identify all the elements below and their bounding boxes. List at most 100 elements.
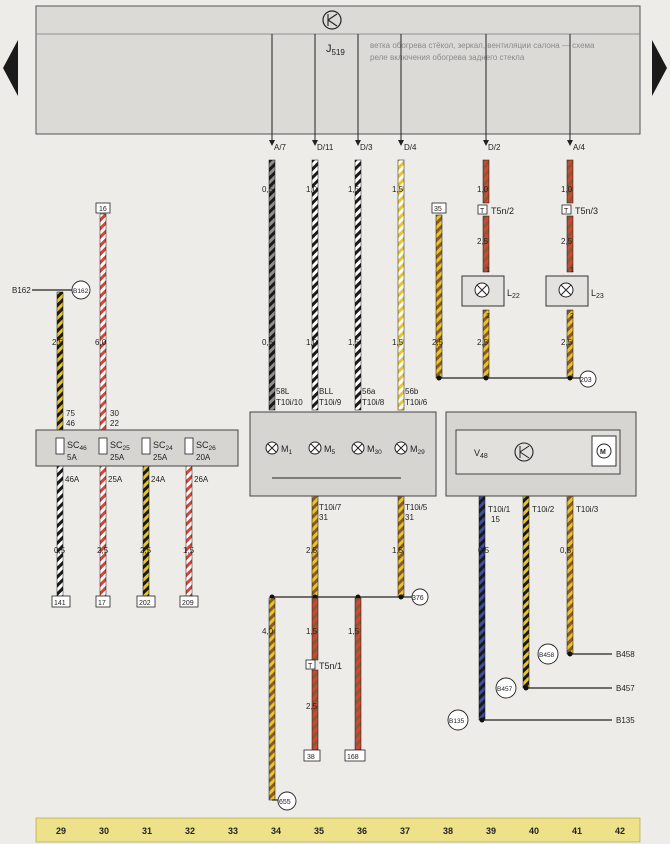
- ref-box-16: [95, 202, 111, 214]
- pin-label-a7: A/7: [274, 143, 287, 152]
- size-l22-low: 2,5: [477, 338, 489, 347]
- pin-46: 46: [66, 419, 75, 428]
- junction-dot: [523, 685, 529, 691]
- size-a7-top: 0,5: [262, 185, 274, 194]
- ref-box-168-text: 168: [347, 754, 359, 761]
- ground-point-203-text: 203: [580, 377, 592, 384]
- pin-label-d4: D/4: [404, 143, 417, 152]
- conn-b162-label: B162: [12, 286, 31, 295]
- size-v48-3: 0,5: [560, 546, 572, 555]
- wire-fuse24-out: [142, 465, 150, 597]
- motor-unit-sig-1: BLL: [319, 387, 334, 396]
- ref-box-38: [303, 749, 321, 762]
- ref-box-141: [51, 595, 71, 608]
- wire-v48-1: [478, 495, 486, 721]
- junction-dot: [479, 717, 485, 723]
- connector-t5n1-icon: [305, 659, 316, 670]
- v48-pin3: T10i/3: [576, 505, 599, 514]
- pin-label-a4: A/4: [573, 143, 586, 152]
- lamp-motor-cross-icon: [396, 443, 406, 453]
- lamp-l23-cross: [560, 284, 572, 296]
- motor-unit-out-sig-1: 31: [405, 513, 414, 522]
- connector-t5n3-label: T5n/3: [575, 206, 598, 216]
- size-l23-low: 2,5: [561, 338, 573, 347]
- conn-b457-label: B457: [616, 684, 635, 693]
- connector-t5n1-mark: T: [308, 663, 313, 670]
- wire-d2-mid: [482, 215, 490, 273]
- column-number-38: 38: [443, 826, 453, 836]
- lamp-l22-pin2: 2: [486, 313, 490, 320]
- connector-t5n3-icon: [561, 204, 572, 215]
- lamp-motor-1-label: M1: [281, 444, 293, 456]
- motor-unit-pin-3: T10i/6: [405, 398, 428, 407]
- conn-b457-circle: [495, 677, 517, 699]
- fuse-25-wire: 25A: [108, 475, 123, 484]
- lamp-l22-pin1: 1: [486, 267, 490, 274]
- electronic-unit-icon: [322, 10, 342, 30]
- next-page-arrow-icon[interactable]: [652, 40, 667, 96]
- pin-label-d3: D/3: [360, 143, 373, 152]
- size-d11-top: 1,0: [306, 185, 318, 194]
- column-number-39: 39: [486, 826, 496, 836]
- wire-fuse25-out: [99, 465, 107, 597]
- wire-fuse46-out: [56, 465, 64, 597]
- size-35-low: 2,5: [432, 338, 444, 347]
- wires-layer: [32, 34, 612, 801]
- size-a4-mid: 2,5: [561, 237, 573, 246]
- size-d3-top: 1,5: [348, 185, 360, 194]
- actuator-v48-motor-label: M: [600, 449, 606, 456]
- conn-b135-circle: [447, 709, 469, 731]
- lamp-l22-cross: [476, 284, 488, 296]
- ref-box-168: [344, 749, 366, 762]
- motor-unit-out-sig-0: 31: [319, 513, 328, 522]
- pin-arrow-icon: [312, 140, 318, 146]
- column-number-33: 33: [228, 826, 238, 836]
- motor-unit-sig-0: 58L: [276, 387, 290, 396]
- column-number-42: 42: [615, 826, 625, 836]
- wire-a7: [268, 159, 276, 411]
- size-mu-out1: 2,5: [306, 546, 318, 555]
- wire-b162: [56, 291, 64, 431]
- wire-v48-2: [522, 495, 530, 689]
- actuator-v48-electronic-icon: [514, 442, 534, 462]
- fuse-25-label: SC25: [110, 440, 130, 452]
- lamp-l23-pin2: 2: [570, 313, 574, 320]
- ground-point-655-text: 655: [279, 799, 291, 806]
- previous-page-arrow-icon[interactable]: [3, 40, 18, 96]
- junction-dot: [567, 651, 573, 657]
- conn-b135-circle-text: B135: [449, 718, 465, 725]
- size-35-main: 1,5: [306, 627, 318, 636]
- v48-pin2: T10i/2: [532, 505, 555, 514]
- column-number-strip: [35, 817, 641, 843]
- header-note-1: ветка обогрева стёкол, зеркал, вентиляци…: [370, 41, 595, 50]
- motor-unit-out-pin-0: T10i/7: [319, 503, 342, 512]
- wire-36-main: [354, 597, 362, 751]
- ref-box-38-text: 38: [307, 754, 315, 761]
- column-number-40: 40: [529, 826, 539, 836]
- fuse-25-icon: [98, 437, 108, 455]
- pin-30: 30: [110, 409, 119, 418]
- size-fuse46-out: 0,5: [54, 546, 66, 555]
- ref-box-16-text: 16: [99, 206, 107, 213]
- pin-arrow-icon: [483, 140, 489, 146]
- ground-point-655: [277, 791, 297, 811]
- lamp-l23-pin1: 1: [570, 267, 574, 274]
- pin-label-d11: D/11: [317, 143, 334, 152]
- pin-label-d2: D/2: [488, 143, 501, 152]
- motor-unit-sig-2: 56a: [362, 387, 376, 396]
- size-v48-1: 0,5: [478, 546, 490, 555]
- fuse-26-amp: 20A: [196, 453, 211, 462]
- column-number-30: 30: [99, 826, 109, 836]
- ground-point-376-text: 376: [412, 595, 424, 602]
- conn-b458-label: B458: [616, 650, 635, 659]
- lamp-motor-30-label: M30: [367, 444, 382, 456]
- pin-arrow-icon: [567, 140, 573, 146]
- fuse-24-icon: [141, 437, 151, 455]
- ref-box-209: [179, 595, 199, 608]
- lamp-motor-cross-icon: [353, 443, 363, 453]
- ground-point-203: [579, 370, 597, 388]
- ground-point-376: [411, 588, 429, 606]
